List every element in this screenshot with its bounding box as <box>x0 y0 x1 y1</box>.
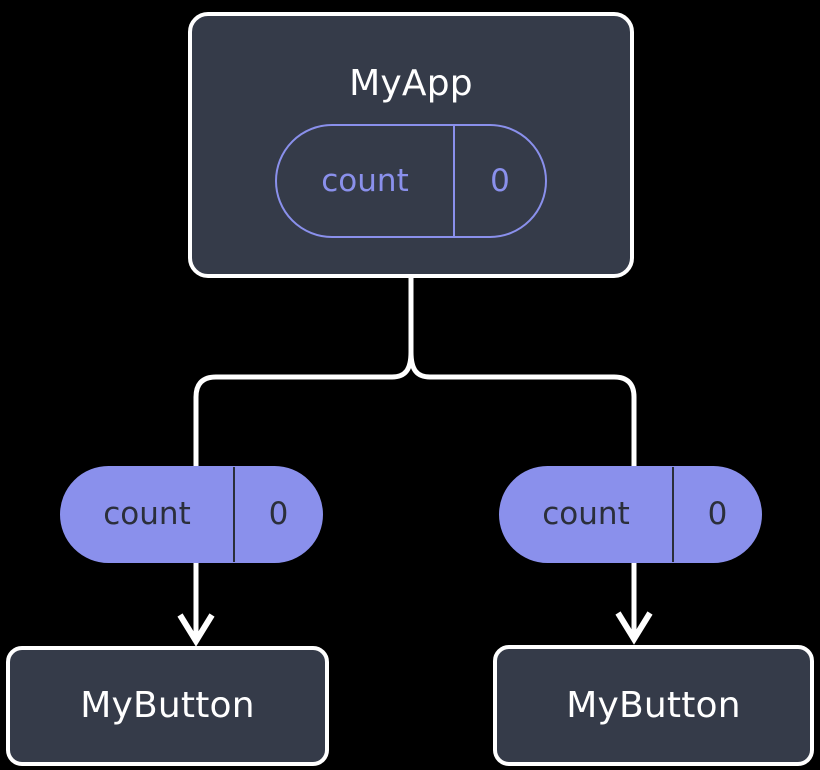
prop-pill-key-right: count <box>500 467 674 562</box>
edge-branch-right <box>408 351 637 468</box>
component-label-myapp: MyApp <box>349 63 473 104</box>
prop-pill-value-left: 0 <box>268 496 289 532</box>
edge-branch-left <box>193 351 414 468</box>
component-node-mybutton-left[interactable]: MyButton <box>6 646 329 766</box>
prop-pill-right[interactable]: count 0 <box>499 466 762 563</box>
state-pill-myapp[interactable]: count 0 <box>275 124 547 238</box>
state-pill-key: count <box>277 126 455 236</box>
component-label-mybutton-left: MyButton <box>80 685 255 726</box>
arrowhead-left-icon <box>177 613 215 647</box>
component-label-mybutton-right: MyButton <box>566 684 741 726</box>
prop-pill-value-right: 0 <box>707 496 728 532</box>
component-node-mybutton-right[interactable]: MyButton <box>493 645 814 766</box>
arrowhead-right-icon <box>615 611 653 645</box>
prop-pill-key-left: count <box>61 467 235 562</box>
state-pill-value: 0 <box>490 162 510 199</box>
prop-pill-left[interactable]: count 0 <box>60 466 323 563</box>
